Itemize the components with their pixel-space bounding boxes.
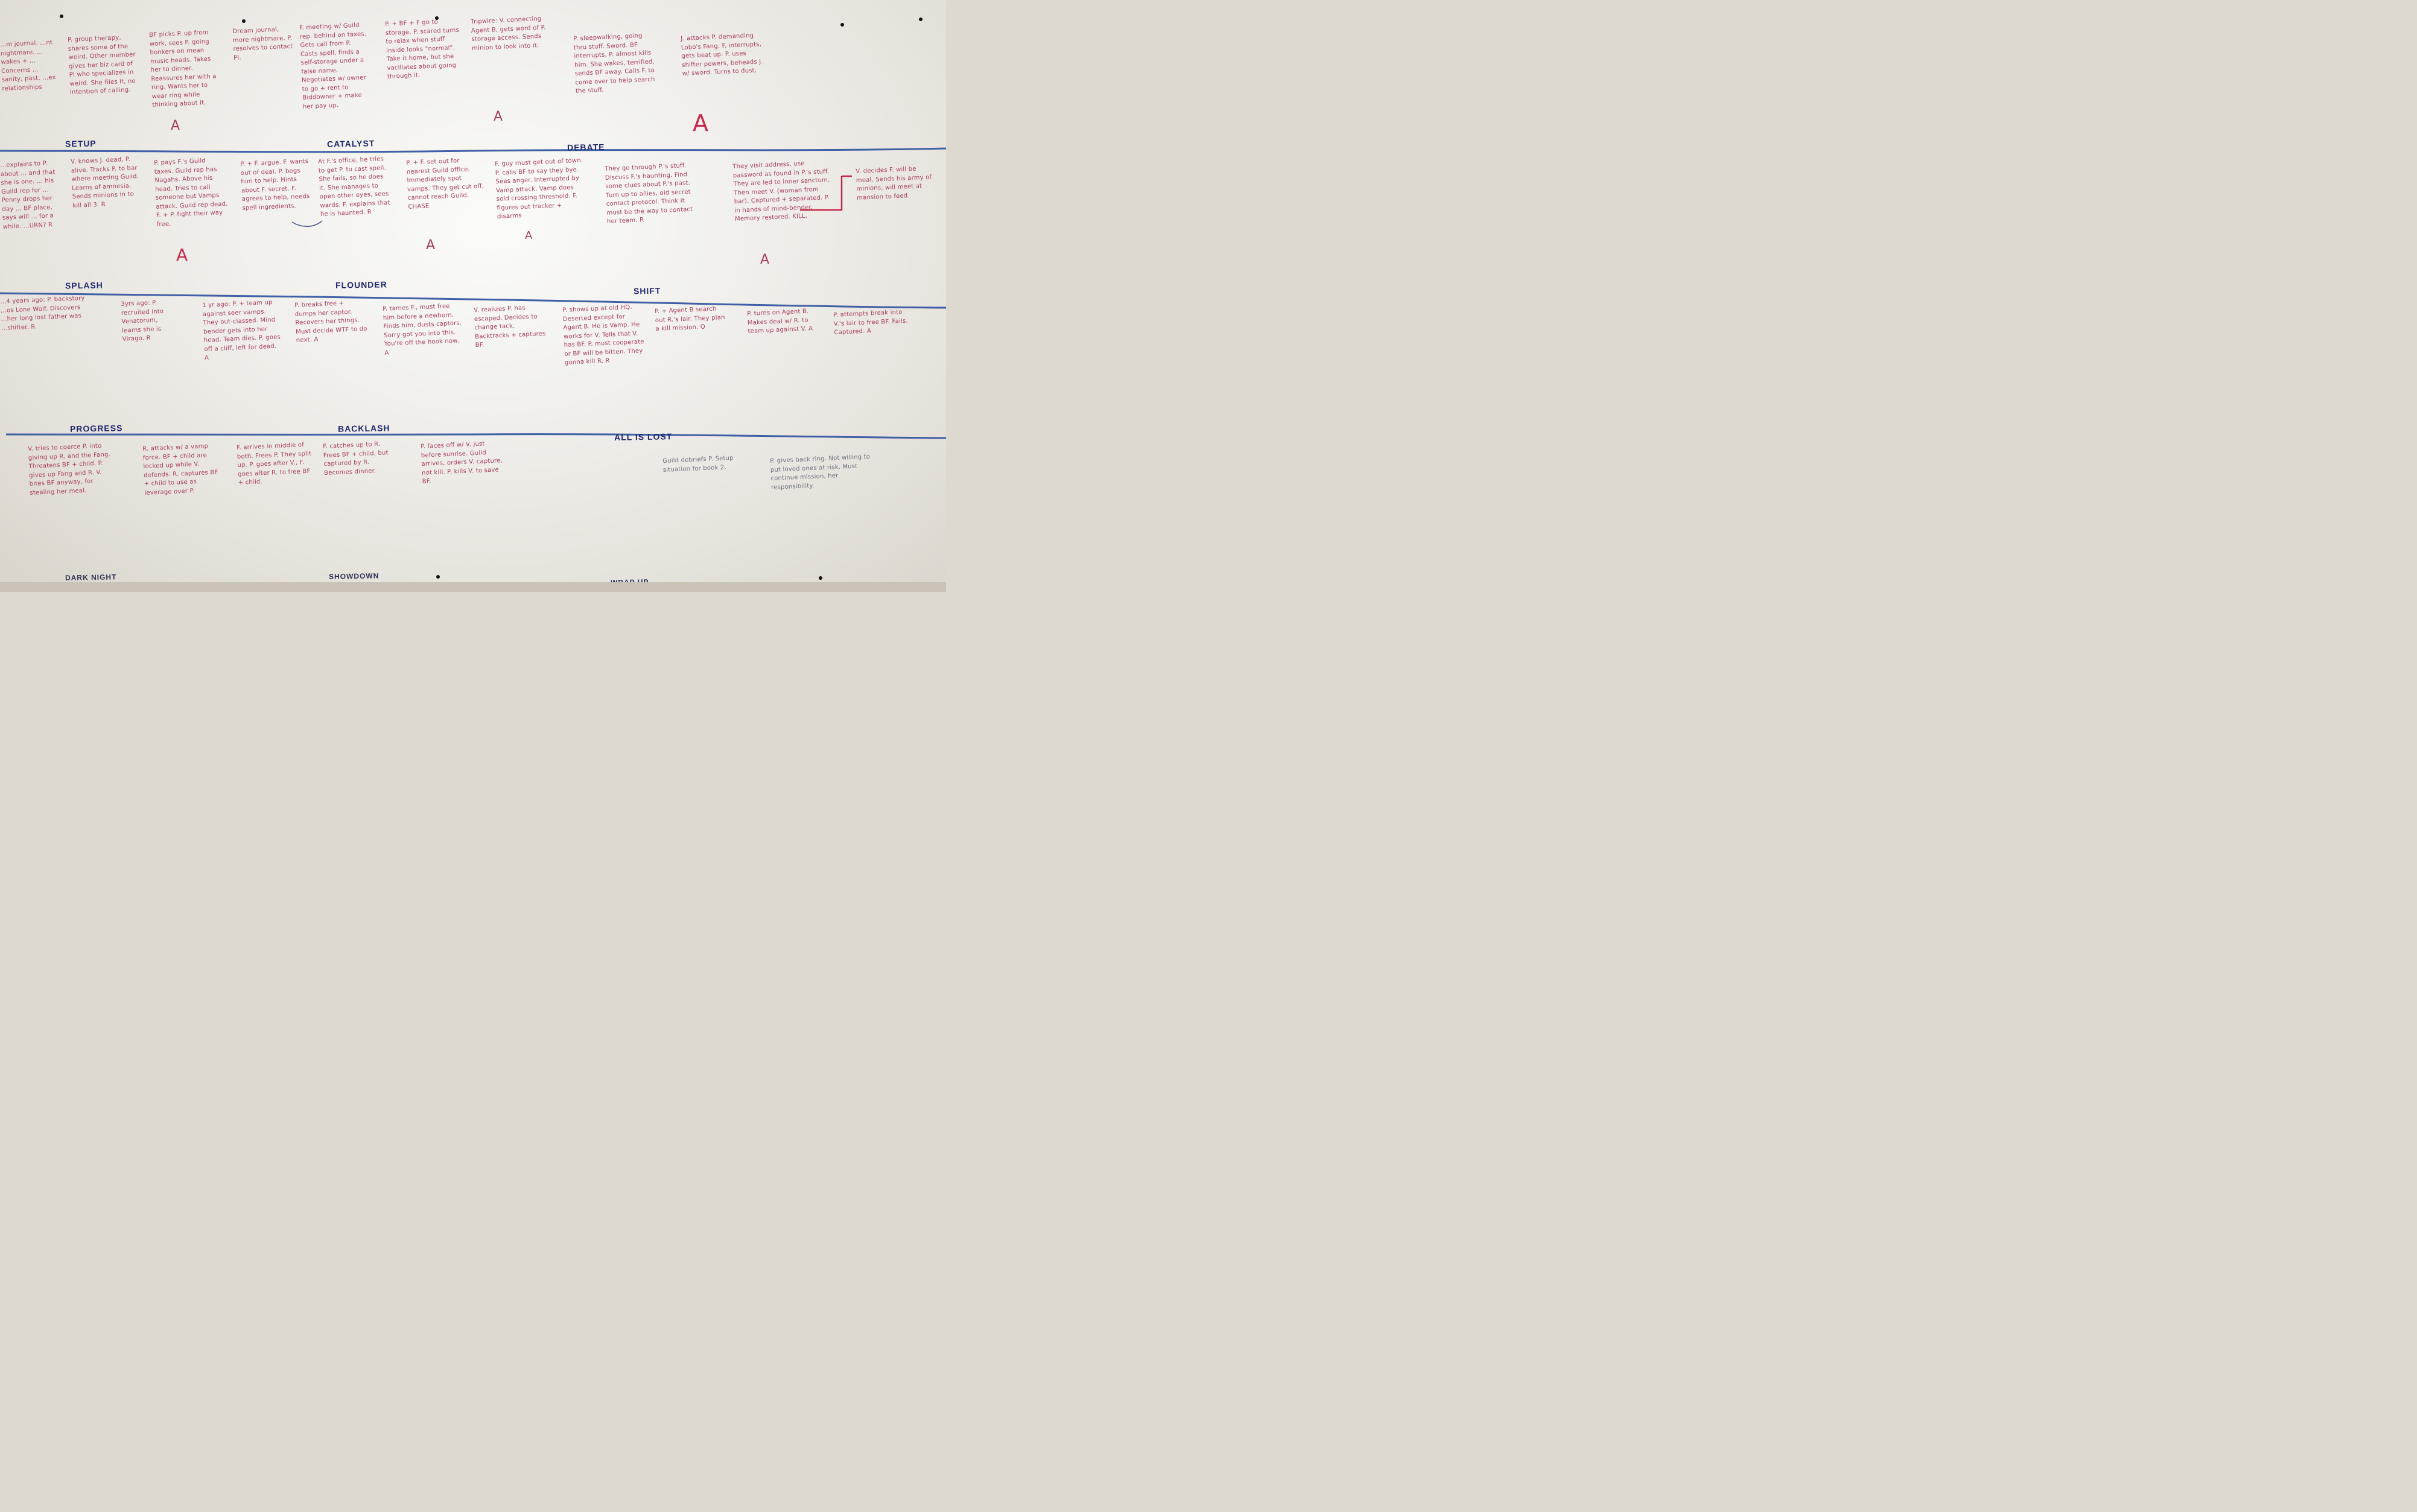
story-beat-note: P. + BF + F go to storage. P. scared tur… <box>385 19 460 80</box>
section-label-setup: SETUP <box>65 138 97 149</box>
story-beat-note: ...4 years ago: P. backstory ...os Lone … <box>0 294 85 332</box>
section-label-flounder: FLOUNDER <box>335 279 387 290</box>
grade-mark: A <box>760 252 770 267</box>
grade-mark: A <box>171 118 180 133</box>
row-divider-1 <box>0 147 946 153</box>
story-beat-note: They go through P.'s stuff. Discuss F.'s… <box>605 162 693 225</box>
grade-mark: A <box>693 110 708 136</box>
section-label-shift: SHIFT <box>633 285 661 296</box>
magnet-dot <box>242 19 246 23</box>
story-beat-note: V. knows J. dead, P. alive. Tracks P. to… <box>71 156 139 209</box>
section-label-debate: DEBATE <box>567 142 605 153</box>
story-beat-note: P. breaks free + dumps her captor. Recov… <box>294 300 367 344</box>
story-beat-note: At F.'s office, he tries to get P. to ca… <box>318 156 390 218</box>
row-divider-3 <box>5 433 946 439</box>
story-beat-note: F. arrives in middle of both. Frees P. T… <box>237 442 312 486</box>
story-beat-note: P. tames F., must free him before a newb… <box>383 303 462 357</box>
board-bottom-shadow <box>0 582 946 592</box>
story-beat-note: R. attacks w/ a vamp force. BF + child a… <box>142 443 218 497</box>
grade-mark: A <box>525 229 533 242</box>
story-beat-note: P. + F. argue. F. wants out of deal. P. … <box>240 158 310 212</box>
story-beat-note: J. attacks P. demanding Lobo's Fang. F. … <box>681 32 763 77</box>
story-beat-note: F. catches up to R. Frees BF + child, bu… <box>323 440 389 477</box>
story-beat-note: They visit address, use password as foun… <box>732 160 830 223</box>
story-beat-note: ...explains to P. about ... and that she… <box>0 160 56 230</box>
section-label-progress: PROGRESS <box>69 423 123 434</box>
magnet-dot <box>435 16 439 20</box>
grade-mark: A <box>176 245 188 265</box>
story-beat-note: V. tries to coerce P. into giving up R. … <box>28 442 111 497</box>
magnet-dot <box>919 17 923 21</box>
grade-mark: A <box>426 238 436 253</box>
whiteboard: ...m journal. ...nt nightmare. ... wakes… <box>0 0 946 592</box>
story-beat-note: V. decides F. will be meal. Sends his ar… <box>856 165 932 202</box>
story-beat-note: P. sleepwalking, going thru stuff. Sword… <box>573 33 655 95</box>
section-label-backlash: BACKLASH <box>337 423 390 434</box>
story-beat-note: P. attempts break into V.'s lair to free… <box>833 309 908 336</box>
section-label-showdown: SHOWDOWN <box>328 571 380 581</box>
story-beat-note: 3yrs ago: P. recruited into Venatorum, l… <box>121 299 164 343</box>
section-label-splash: SPLASH <box>65 280 103 291</box>
section-label-catalyst: CATALYST <box>326 138 375 149</box>
row-divider-2 <box>0 292 946 309</box>
story-beat-note: P. group therapy, shares some of the wei… <box>68 34 136 96</box>
wrap-up-note: Guild debriefs P. Setup situation for bo… <box>662 454 734 474</box>
story-beat-note: Tripwire: V. connecting Agent B, gets wo… <box>471 15 546 52</box>
magnet-dot <box>819 576 822 580</box>
magnet-dot <box>840 23 844 27</box>
section-label-all-is-lost: ALL IS LOST <box>614 431 673 442</box>
story-beat-note: 1 yr ago: P. + team up against seer vamp… <box>202 299 281 361</box>
row-divider-lines <box>0 147 946 439</box>
section-label-dark-night: DARK NIGHT <box>65 573 117 582</box>
story-beat-note: Dream journal, more nightmare. P. resolv… <box>232 26 293 62</box>
story-beat-note: P. pays F.'s Guild taxes. Guild rep has … <box>154 157 228 228</box>
story-beat-note: P. turns on Agent B. Makes deal w/ R. to… <box>747 308 813 335</box>
swoosh <box>291 220 323 227</box>
grade-mark: A <box>494 109 503 124</box>
story-beat-note: P. faces off w/ V. just before sunrise. … <box>421 440 503 485</box>
story-beat-note: P. + Agent B search out R.'s lair. They … <box>655 305 725 332</box>
story-beat-note: P. + F. set out for nearest Guild office… <box>406 157 484 211</box>
story-beat-note: F. guy must get out of town. P. calls BF… <box>495 157 583 220</box>
wrap-up-note: P. gives back ring. Not willing to put l… <box>770 453 871 491</box>
story-beat-note: F. meeting w/ Guild rep. behind on taxes… <box>299 22 367 110</box>
bracket-arrow <box>800 176 843 211</box>
story-beat-note: V. realizes P. has escaped. Decides to c… <box>474 305 546 349</box>
magnet-dot <box>60 14 63 18</box>
story-beat-note: P. shows up at old HQ. Deserted except f… <box>562 303 644 366</box>
magnet-dot <box>436 575 440 579</box>
story-beat-note: BF picks P. up from work, sees P. going … <box>149 29 217 109</box>
story-beat-note: ...m journal. ...nt nightmare. ... wakes… <box>0 39 56 92</box>
